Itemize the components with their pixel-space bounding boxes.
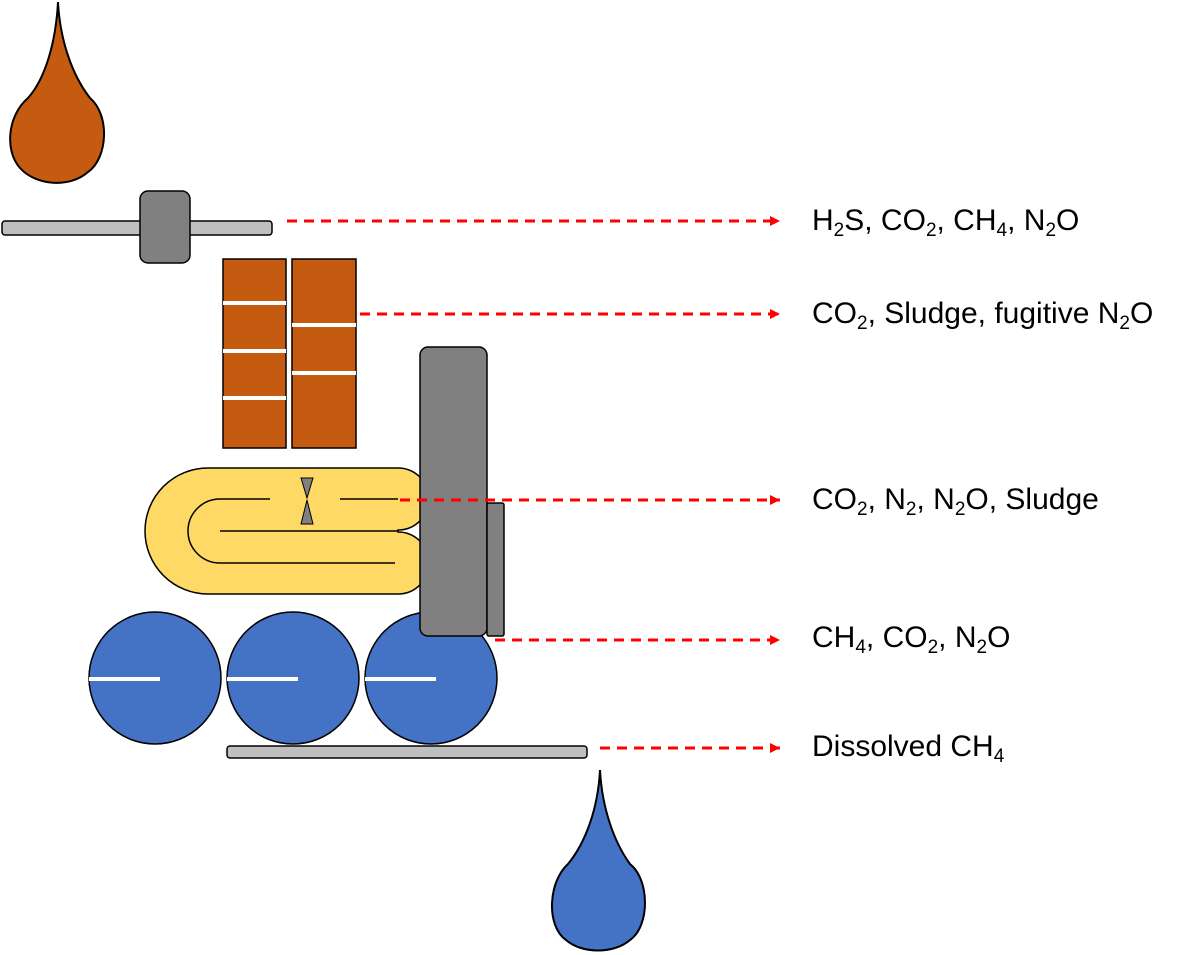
- label-text: CO: [812, 483, 857, 516]
- label-subscript: 2: [976, 637, 988, 658]
- digester-icon: [88, 611, 498, 745]
- screen-icon: [1, 190, 273, 264]
- label-text: O: [1129, 297, 1154, 330]
- label-text: H: [812, 204, 834, 237]
- label-text: , N: [867, 483, 906, 516]
- label-subscript: 2: [927, 637, 939, 658]
- label-text: , Sludge, fugitive N: [867, 297, 1120, 330]
- label-text: , CO: [865, 621, 928, 654]
- emission-label-screen: H2S, CO2, CH4, N2O: [812, 203, 1080, 241]
- label-subscript: 2: [1045, 220, 1057, 241]
- emission-label-effluent: Dissolved CH4: [812, 729, 1005, 767]
- label-text: O, Sludge: [965, 483, 1099, 516]
- label-text: , N: [1007, 204, 1046, 237]
- label-subscript: 2: [1119, 313, 1130, 334]
- label-text: , N: [916, 483, 955, 516]
- label-subscript: 4: [996, 220, 1008, 241]
- brick-filter-icon: [222, 258, 357, 449]
- label-text: Dissolved CH: [812, 730, 994, 763]
- label-subscript: 2: [954, 499, 966, 520]
- label-subscript: 4: [855, 637, 866, 658]
- label-text: O: [987, 621, 1011, 654]
- label-text: CO: [812, 297, 857, 330]
- emission-label-aeration: CO2, N2, N2O, Sludge: [812, 482, 1099, 520]
- label-text: S, CO: [844, 204, 926, 237]
- label-subscript: 4: [993, 746, 1005, 767]
- effluent-drop-icon: [551, 769, 646, 952]
- emission-label-filter: CO2, Sludge, fugitive N2O: [812, 296, 1154, 334]
- label-text: , N: [938, 621, 977, 654]
- clarifier-icon: [419, 346, 505, 637]
- label-subscript: 2: [925, 220, 937, 241]
- label-subscript: 2: [833, 220, 845, 241]
- label-subscript: 2: [857, 499, 868, 520]
- influent-drop-icon: [9, 1, 105, 184]
- emission-label-digester: CH4, CO2, N2O: [812, 620, 1011, 658]
- label-text: , CH: [936, 204, 997, 237]
- label-text: O: [1056, 204, 1080, 237]
- aeration-basin-icon: [144, 467, 430, 595]
- label-subscript: 2: [905, 499, 917, 520]
- effluent-pipe-icon: [226, 745, 588, 759]
- label-subscript: 2: [857, 313, 868, 334]
- label-text: CH: [812, 621, 856, 654]
